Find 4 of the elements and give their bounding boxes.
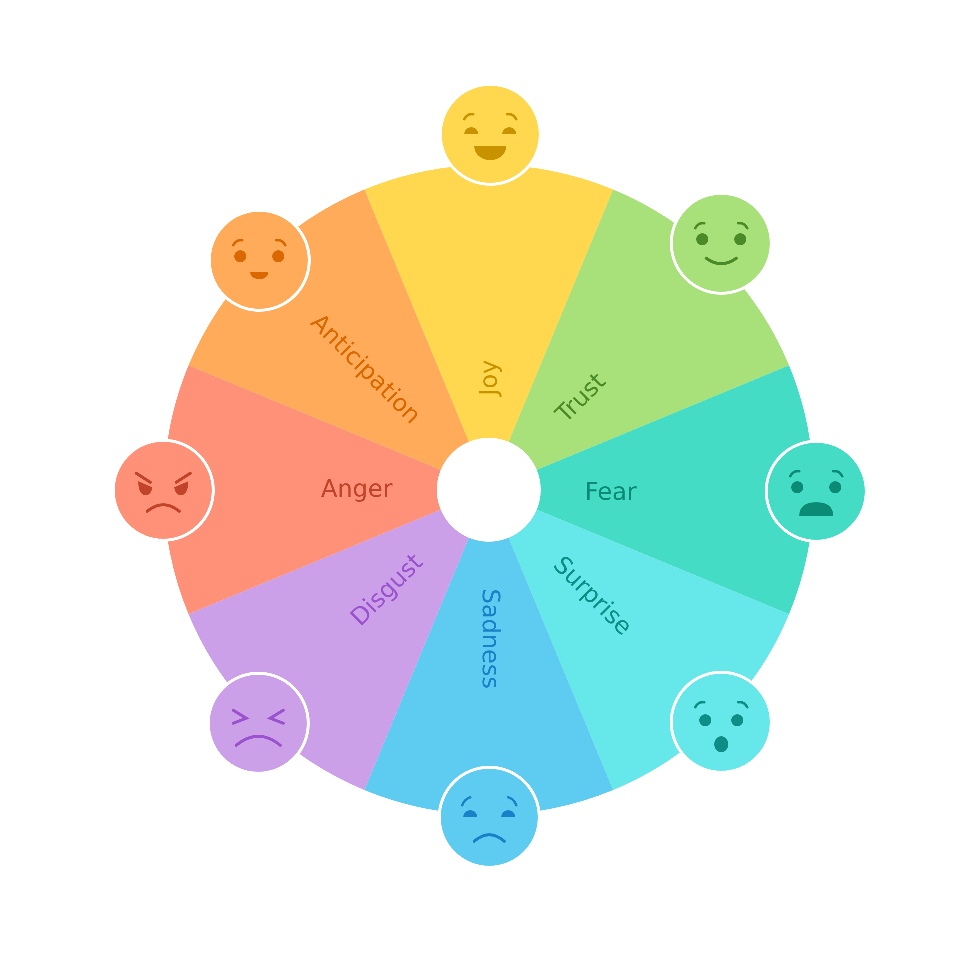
segment-label: Fear [585,478,637,506]
segment-label: Joy [476,360,502,396]
segment-label: Anger [321,476,393,502]
segment-label: Sadness [478,588,504,690]
